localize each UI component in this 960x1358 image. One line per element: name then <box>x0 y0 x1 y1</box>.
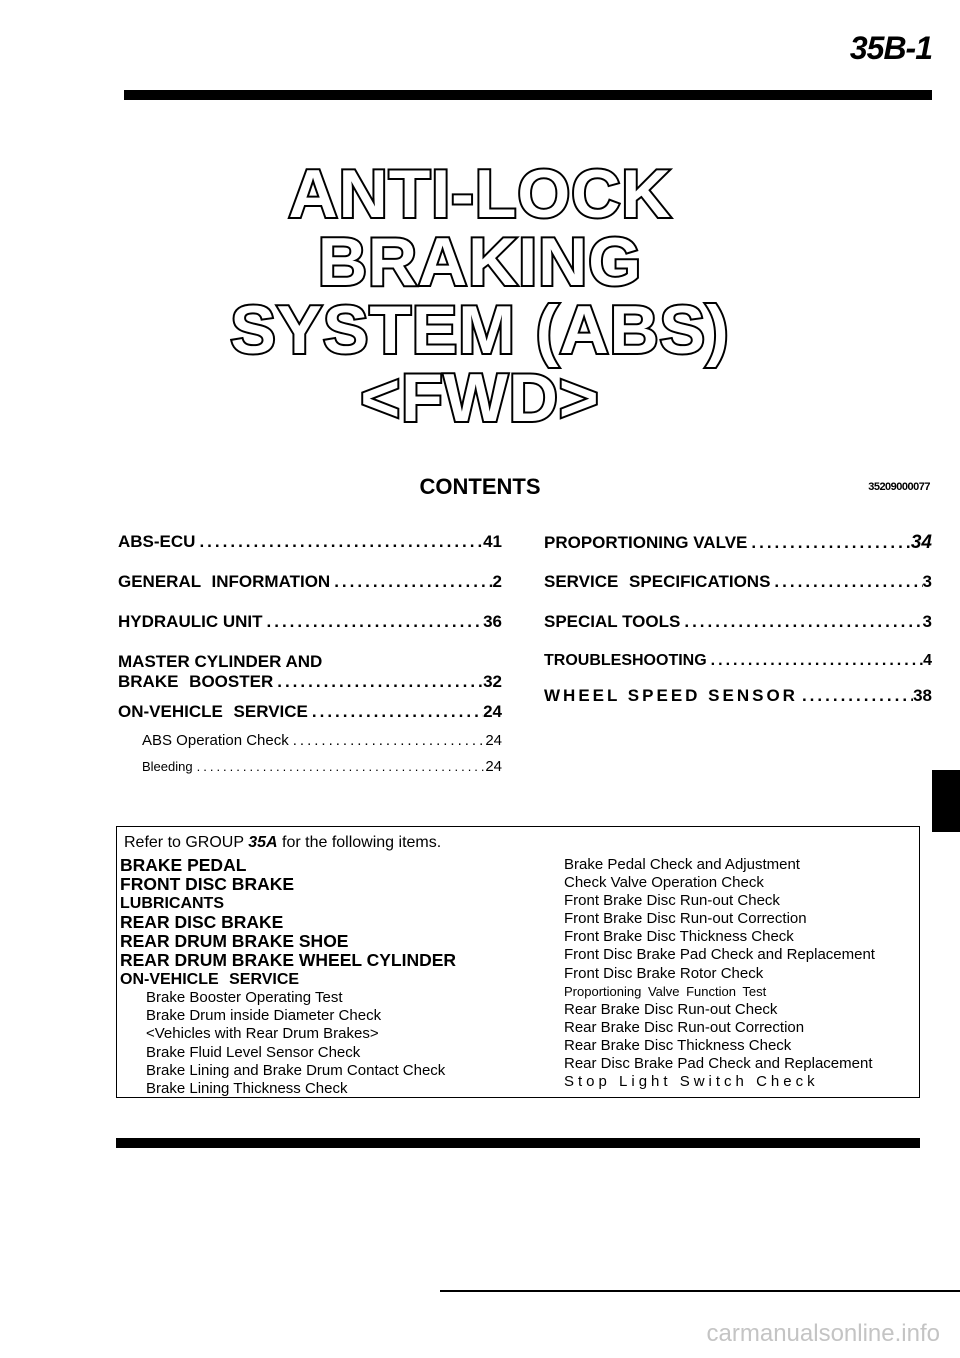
list-item[interactable]: ON-VEHICLE SERVICE <box>120 971 300 988</box>
footer-rule <box>440 1290 960 1292</box>
toc-entry[interactable]: ABS-ECU ................................… <box>118 532 502 551</box>
list-item[interactable]: REAR DISC BRAKE <box>120 912 284 932</box>
list-item[interactable]: Brake Drum inside Diameter Check <box>146 1007 382 1025</box>
list-item[interactable]: REAR DRUM BRAKE WHEEL CYLINDER <box>120 950 457 970</box>
list-item[interactable]: Brake Pedal Check and Adjustment <box>564 856 800 873</box>
watermark: carmanualsonline.info <box>706 1320 940 1347</box>
reference-intro: Refer to GROUP 35A for the following ite… <box>124 834 442 851</box>
list-item[interactable]: Rear Disc Brake Pad Check and Replacemen… <box>564 1055 873 1073</box>
page-number: 35B-1 <box>849 30 933 66</box>
list-item[interactable]: Rear Brake Disc Run-out Correction <box>564 1018 805 1036</box>
group-reference[interactable]: 35A <box>248 834 278 851</box>
toc-entry[interactable]: WHEEL SPEED SENSOR .....................… <box>544 686 932 705</box>
list-item[interactable]: Rear Brake Disc Thickness Check <box>564 1036 792 1054</box>
list-item[interactable]: Stop Light Switch Check <box>564 1073 819 1091</box>
reference-box <box>116 826 920 1098</box>
list-item[interactable]: Front Disc Brake Rotor Check <box>564 964 764 982</box>
list-item[interactable]: <Vehicles with Rear Drum Brakes> <box>146 1025 379 1043</box>
list-item[interactable]: Brake Fluid Level Sensor Check <box>146 1043 361 1061</box>
title-line-1: ANTI-LOCK <box>287 156 673 232</box>
list-item[interactable]: Proportioning Valve Function Test <box>564 983 767 999</box>
toc-sub-entry[interactable]: Bleeding ...............................… <box>142 758 502 775</box>
reference-left-list: BRAKE PEDAL FRONT DISC BRAKE LUBRICANTS … <box>120 856 540 1098</box>
title-line-3: SYSTEM (ABS) <box>228 292 730 368</box>
list-item[interactable]: Check Valve Operation Check <box>564 874 764 892</box>
contents-right-column: PROPORTIONING VALVE ....................… <box>544 532 932 720</box>
list-item[interactable]: Brake Booster Operating Test <box>146 989 343 1006</box>
contents-heading: CONTENTS <box>419 474 541 499</box>
list-item[interactable]: Brake Lining Thickness Check <box>146 1080 348 1098</box>
toc-sub-entry[interactable]: ABS Operation Check ....................… <box>142 732 502 749</box>
list-item[interactable]: REAR DRUM BRAKE SHOE <box>120 931 349 951</box>
list-item[interactable]: BRAKE PEDAL <box>120 855 247 875</box>
toc-entry[interactable]: PROPORTIONING VALVE ....................… <box>544 532 932 553</box>
list-item[interactable]: Front Disc Brake Pad Check and Replaceme… <box>564 946 875 964</box>
contents-left-column: ABS-ECU ................................… <box>118 532 502 784</box>
list-item[interactable]: Front Brake Disc Thickness Check <box>564 928 794 946</box>
list-item[interactable]: Rear Brake Disc Run-out Check <box>564 1000 778 1018</box>
toc-entry[interactable]: ON-VEHICLE SERVICE .....................… <box>118 702 502 721</box>
title-line-2: BRAKING <box>316 224 643 300</box>
toc-entry[interactable]: MASTER CYLINDER AND BRAKE BOOSTER ......… <box>118 652 502 691</box>
list-item[interactable]: FRONT DISC BRAKE <box>120 874 295 894</box>
bottom-rule <box>116 1138 920 1148</box>
toc-entry[interactable]: GENERAL INFORMATION ....................… <box>118 572 502 591</box>
header-rule <box>124 90 932 100</box>
title-line-4: <FWD> <box>358 360 600 436</box>
section-tab-marker <box>932 770 960 832</box>
list-item[interactable]: Front Brake Disc Run-out Correction <box>564 910 807 928</box>
reference-right-list: Brake Pedal Check and Adjustment Check V… <box>564 856 920 1091</box>
toc-entry[interactable]: TROUBLESHOOTING ........................… <box>544 652 932 669</box>
list-item[interactable]: LUBRICANTS <box>120 895 224 912</box>
document-code: 35209000077 <box>868 481 930 493</box>
toc-entry[interactable]: SPECIAL TOOLS ..........................… <box>544 612 932 631</box>
list-item[interactable]: Brake Lining and Brake Drum Contact Chec… <box>146 1061 446 1079</box>
toc-entry[interactable]: HYDRAULIC UNIT .........................… <box>118 612 502 631</box>
list-item[interactable]: Front Brake Disc Run-out Check <box>564 892 780 910</box>
toc-entry[interactable]: SERVICE SPECIFICATIONS .................… <box>544 572 932 591</box>
